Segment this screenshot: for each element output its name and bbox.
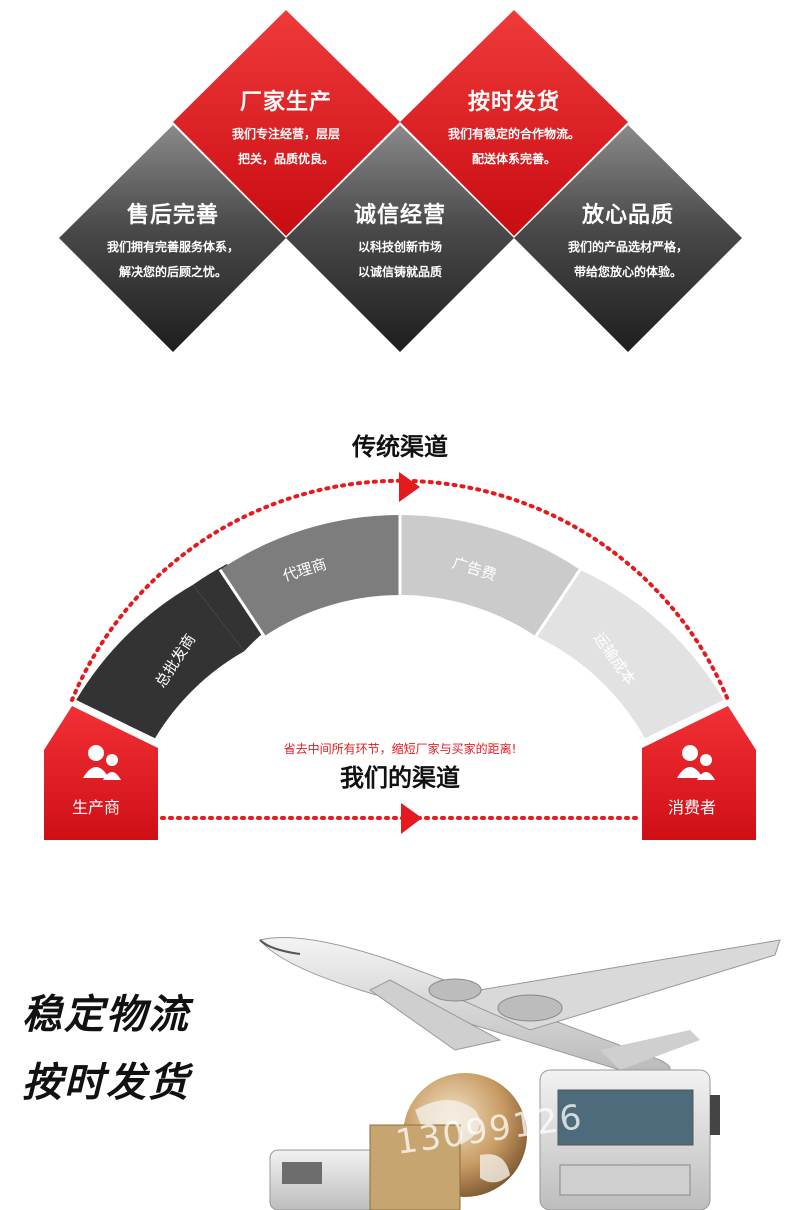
producer-label: 生产商 [72,798,121,817]
channel-arc-diagram [44,472,756,840]
segment-agent [220,515,400,637]
diamond-top-right [400,10,628,236]
diamond-line: 解决您的后顾之忧。 [118,265,227,279]
diamond-top-right-text: 按时发货 我们有稳定的合作物流。 配送体系完善。 [429,84,599,172]
diamond-line: 把关，品质优良。 [237,152,334,166]
diamond-title: 售后完善 [126,203,219,228]
diamond-title: 厂家生产 [239,90,332,115]
segment-wholesaler [76,584,245,739]
truck-icon [539,1069,720,1210]
diamond-bottom-mid-text: 诚信经营 以科技创新市场 以诚信铸就品质 [315,197,485,285]
segment-wholesaler [193,564,262,652]
diamond-bottom-mid [286,125,514,352]
diamond-bottom-right-text: 放心品质 我们的产品选材严格， 带给您放心的体验。 [543,197,713,285]
airplane-icon [259,937,781,1076]
segment-transport [535,569,724,739]
logistics-illustration [259,937,781,1210]
logistics-title-line2: 按时发货 [22,1059,190,1106]
diamond-title: 诚信经营 [353,203,446,228]
diamond-line: 以科技创新市场 [357,240,442,254]
bottom-arrow-icon [401,803,422,834]
diamond-line: 我们拥有完善服务体系， [106,240,239,254]
diamond-line: 我们有稳定的合作物流。 [447,127,580,141]
diamond-graphics [59,10,742,352]
diamond-bottom-right [514,125,742,352]
diamond-title: 按时发货 [467,90,560,115]
diamond-line: 以诚信铸就品质 [357,265,442,279]
our-channel-title: 我们的渠道 [340,764,460,792]
diamond-top-left-text: 厂家生产 我们专注经营，层层 把关，品质优良。 [206,84,366,172]
diamond-bottom-left-text: 售后完善 我们拥有完善服务体系， 解决您的后顾之忧。 [88,197,258,285]
diamond-line: 配送体系完善。 [471,152,556,166]
van-icon [269,1124,461,1210]
diamond-top-left [173,10,400,236]
logistics-title-line1: 稳定物流 [22,991,190,1038]
person-group-icon [677,745,715,780]
diamond-title: 放心品质 [581,203,674,228]
traditional-channel-title: 传统渠道 [352,433,448,461]
diamond-line: 带给您放心的体验。 [573,265,682,279]
diamond-line: 我们专注经营，层层 [231,127,340,141]
arc-arrow-icon [399,472,420,502]
channel-note: 省去中间所有环节，缩短厂家与买家的距离! [283,742,517,756]
segment-ad-cost [400,515,580,637]
consumer-label: 消费者 [668,798,717,817]
diamond-line: 我们的产品选材严格， [567,240,688,254]
diamond-bottom-left [59,125,286,352]
person-group-icon [83,745,121,780]
